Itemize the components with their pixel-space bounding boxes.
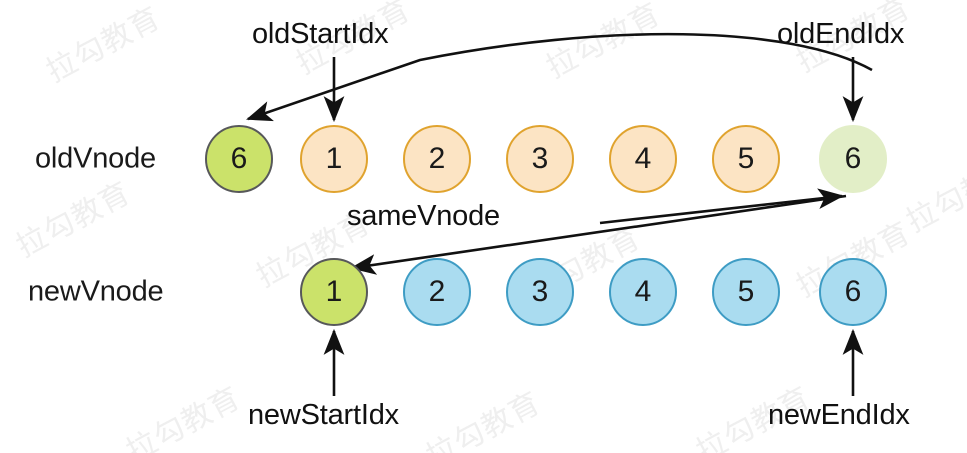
node-value: 6 bbox=[844, 275, 862, 308]
arrow-oldend-to-oldstart bbox=[246, 32, 873, 122]
node-value: 2 bbox=[428, 142, 446, 175]
node-value: 4 bbox=[634, 142, 652, 175]
arrow-samevnode bbox=[349, 194, 847, 275]
node-value: 4 bbox=[634, 275, 652, 308]
label-oldendidx: oldEndIdx bbox=[777, 18, 905, 50]
node-value: 2 bbox=[428, 275, 446, 308]
node-old-6[interactable]: 6 bbox=[819, 125, 887, 193]
label-samevnode: sameVnode bbox=[347, 200, 500, 232]
node-old-1[interactable]: 1 bbox=[300, 125, 368, 193]
node-new-2[interactable]: 2 bbox=[403, 258, 471, 326]
node-value: 5 bbox=[737, 275, 755, 308]
node-new-1[interactable]: 1 bbox=[300, 258, 368, 326]
row-oldvnode: oldVnode 6 1 2 3 4 5 6 bbox=[0, 124, 967, 194]
label-newendidx: newEndIdx bbox=[768, 399, 910, 431]
label-newstartidx: newStartIdx bbox=[248, 399, 399, 431]
node-value: 6 bbox=[230, 142, 248, 175]
label-oldstartidx: oldStartIdx bbox=[252, 18, 389, 50]
row-label-oldvnode: oldVnode bbox=[35, 142, 156, 175]
node-value: 6 bbox=[844, 142, 862, 175]
node-new-3[interactable]: 3 bbox=[506, 258, 574, 326]
node-new-4[interactable]: 4 bbox=[609, 258, 677, 326]
node-new-6[interactable]: 6 bbox=[819, 258, 887, 326]
node-old-5[interactable]: 5 bbox=[712, 125, 780, 193]
row-newvnode: newVnode 1 2 3 4 5 6 bbox=[0, 257, 967, 327]
node-value: 1 bbox=[325, 275, 343, 308]
row-label-newvnode: newVnode bbox=[28, 275, 164, 308]
node-value: 1 bbox=[325, 142, 343, 175]
arrow-samevnode-to-oldend bbox=[599, 188, 845, 225]
node-old-4[interactable]: 4 bbox=[609, 125, 677, 193]
node-value: 3 bbox=[531, 142, 549, 175]
node-old-3[interactable]: 3 bbox=[506, 125, 574, 193]
node-value: 5 bbox=[737, 142, 755, 175]
node-new-5[interactable]: 5 bbox=[712, 258, 780, 326]
node-value: 3 bbox=[531, 275, 549, 308]
node-old-2[interactable]: 2 bbox=[403, 125, 471, 193]
node-old-0[interactable]: 6 bbox=[205, 125, 273, 193]
